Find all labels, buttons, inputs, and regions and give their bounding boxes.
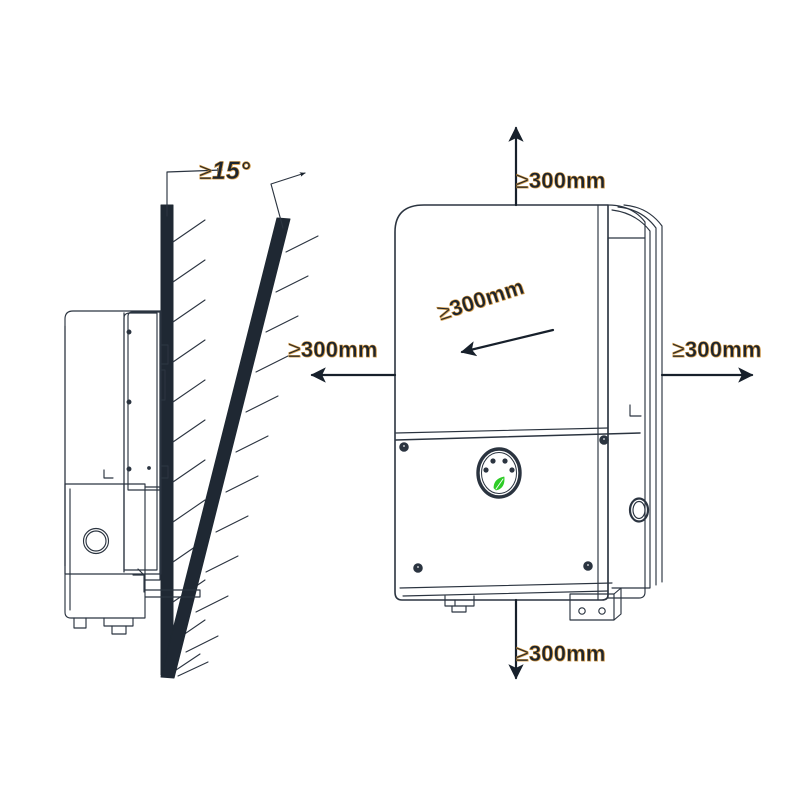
clearance-left-value: 300mm <box>300 337 378 363</box>
clearance-right-ge: ≥ <box>672 336 685 363</box>
inverter-front-body <box>394 204 663 621</box>
clearance-bottom-ge: ≥ <box>516 640 529 667</box>
tilt-angle-label: ≥15° <box>199 157 251 186</box>
tilt-angle-dimension <box>166 167 306 229</box>
tilted-wall <box>160 217 319 679</box>
side-view-group <box>64 167 319 679</box>
tilt-angle-ge: ≥ <box>199 158 212 185</box>
arrow-front <box>460 328 555 357</box>
clearance-bottom-value: 300mm <box>528 641 606 667</box>
clearance-top-ge: ≥ <box>516 167 529 194</box>
status-indicator-badge <box>476 447 522 499</box>
clearance-bottom-label: ≥300mm <box>516 640 606 667</box>
clearance-left-label: ≥300mm <box>288 336 378 363</box>
clearance-arrows <box>310 126 754 680</box>
clearance-right-value: 300mm <box>684 337 762 363</box>
tilt-angle-value: 15° <box>211 157 251 186</box>
inverter-side-profile <box>64 310 201 635</box>
clearance-top-label: ≥300mm <box>516 167 606 194</box>
clearance-right-label: ≥300mm <box>672 336 762 363</box>
clearance-left-ge: ≥ <box>288 336 301 363</box>
clearance-top-value: 300mm <box>528 168 606 194</box>
front-view-group <box>310 126 754 680</box>
